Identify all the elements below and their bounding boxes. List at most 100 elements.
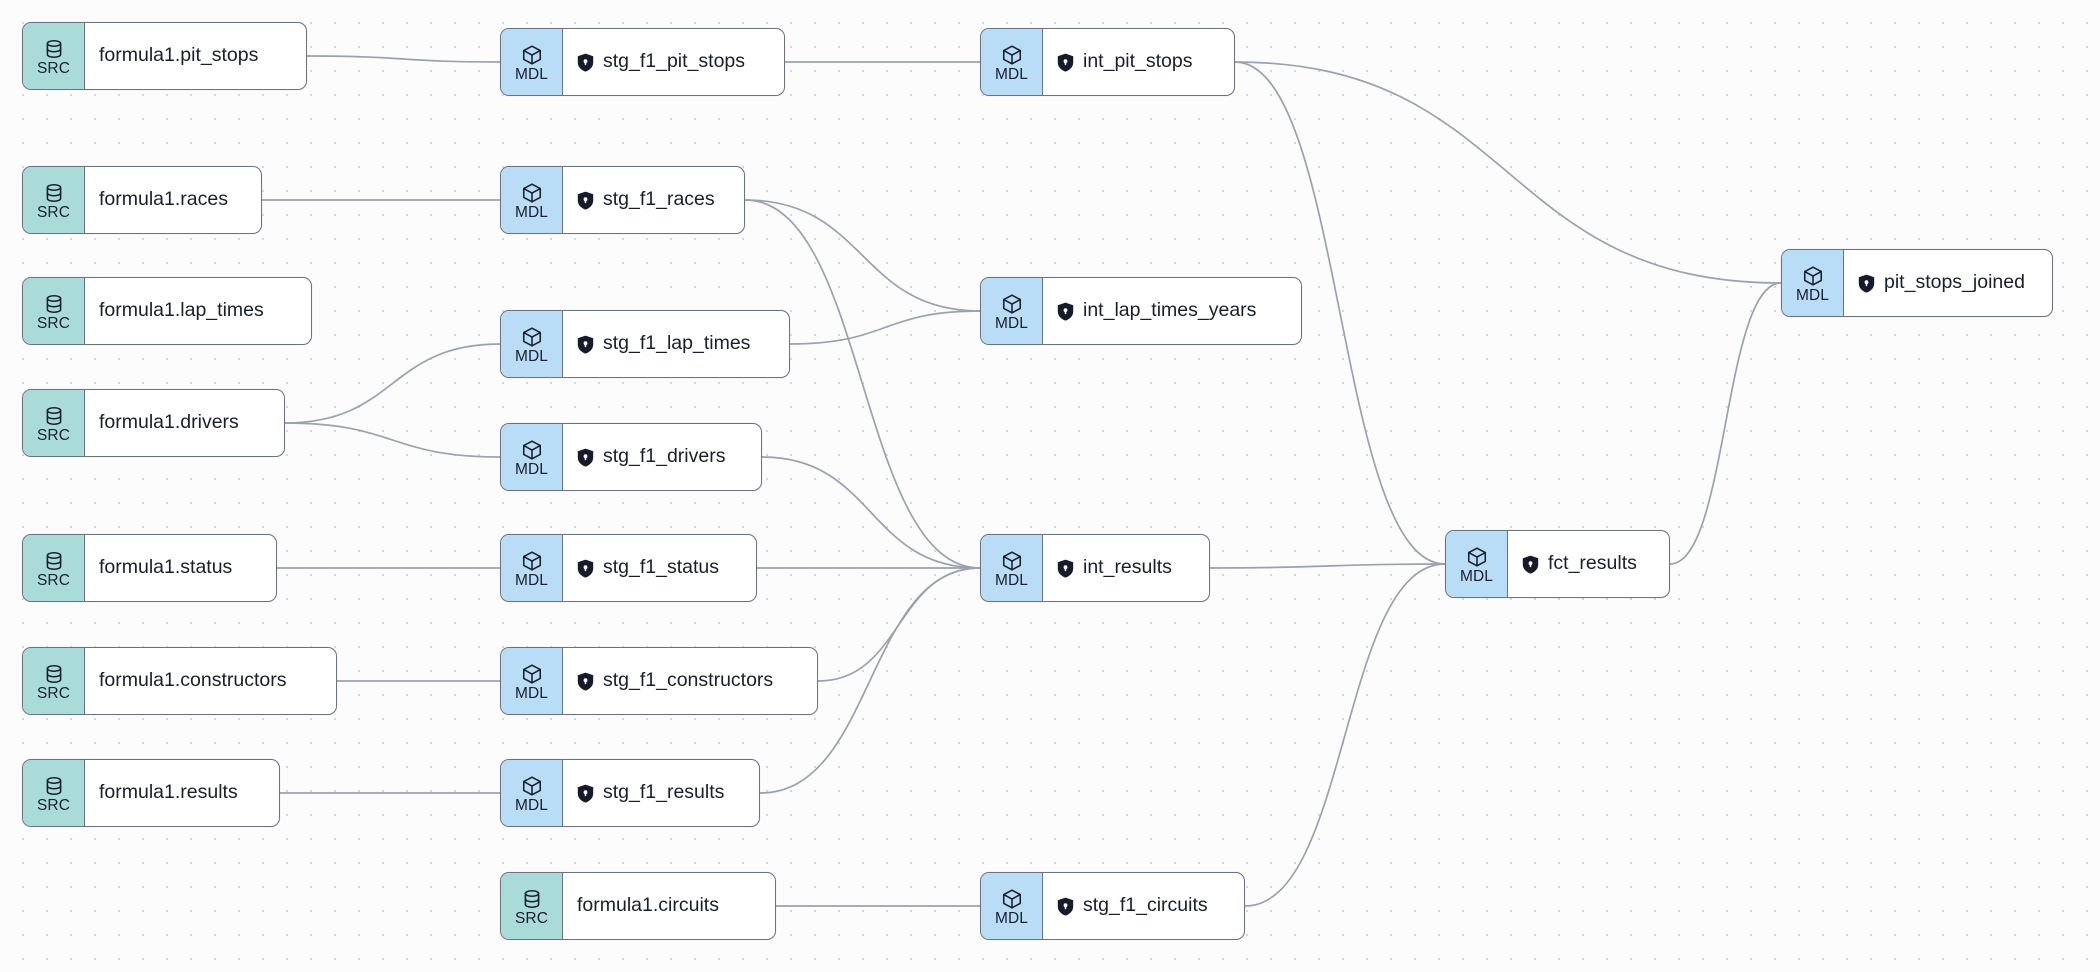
graph-node-src_results[interactable]: SRC formula1.results (22, 759, 280, 827)
node-type-label: MDL (514, 348, 549, 365)
node-label: stg_f1_constructors (603, 669, 774, 692)
graph-node-pit_stops_joined[interactable]: MDL pit_stops_joined (1781, 249, 2053, 317)
cube-icon (1001, 293, 1023, 315)
node-body: formula1.results (85, 760, 279, 826)
node-type-badge: MDL (501, 535, 563, 601)
node-label: fct_results (1548, 552, 1637, 575)
node-type-label: SRC (36, 427, 71, 444)
node-label: formula1.races (99, 188, 228, 211)
node-label: stg_f1_status (603, 556, 719, 579)
node-body: stg_f1_circuits (1043, 873, 1244, 939)
edge-stg_races-to-int_results (744, 199, 981, 569)
node-type-badge: MDL (501, 760, 563, 826)
edge-fct_results-to-pit_stops_joined (1669, 282, 1782, 565)
node-label: stg_f1_results (603, 781, 725, 804)
cube-icon (1001, 44, 1023, 66)
node-body: stg_f1_pit_stops (563, 29, 784, 95)
node-type-label: MDL (1795, 287, 1830, 304)
node-type-badge: MDL (981, 29, 1043, 95)
node-type-label: MDL (514, 572, 549, 589)
cube-icon (1466, 546, 1488, 568)
cube-icon (1802, 265, 1824, 287)
cube-icon (521, 44, 543, 66)
node-type-label: MDL (514, 461, 549, 478)
node-type-badge: SRC (23, 760, 85, 826)
graph-node-stg_results[interactable]: MDL stg_f1_results (500, 759, 760, 827)
node-type-label: MDL (514, 797, 549, 814)
shield-icon (1057, 302, 1074, 321)
graph-node-src_races[interactable]: SRC formula1.races (22, 166, 262, 234)
database-icon (43, 293, 65, 315)
node-type-badge: SRC (23, 167, 85, 233)
node-type-label: MDL (1459, 568, 1494, 585)
node-body: int_pit_stops (1043, 29, 1234, 95)
node-type-label: MDL (514, 204, 549, 221)
node-body: formula1.circuits (563, 873, 775, 939)
node-label: formula1.pit_stops (99, 44, 259, 67)
node-type-badge: MDL (981, 535, 1043, 601)
shield-icon (577, 53, 594, 72)
cube-icon (521, 663, 543, 685)
node-label: formula1.drivers (99, 411, 239, 434)
edge-stg_lap_times-to-int_lap_times (789, 310, 981, 345)
shield-icon (1522, 555, 1539, 574)
node-body: stg_f1_status (563, 535, 756, 601)
graph-node-src_drivers[interactable]: SRC formula1.drivers (22, 389, 285, 457)
node-type-label: MDL (514, 685, 549, 702)
node-body: stg_f1_results (563, 760, 759, 826)
shield-icon (577, 448, 594, 467)
edge-stg_races-to-int_lap_times (744, 199, 981, 312)
edge-int_results-to-fct_results (1209, 563, 1446, 569)
edge-int_pit_stops-to-pit_stops_joined (1234, 61, 1782, 284)
node-body: stg_f1_races (563, 167, 744, 233)
shield-icon (577, 191, 594, 210)
node-body: formula1.drivers (85, 390, 284, 456)
node-type-badge: MDL (501, 424, 563, 490)
edge-src_pit_stops-to-stg_pit_stops (306, 55, 501, 63)
graph-node-src_pit_stops[interactable]: SRC formula1.pit_stops (22, 22, 307, 90)
graph-node-int_pit_stops[interactable]: MDL int_pit_stops (980, 28, 1235, 96)
node-type-badge: MDL (501, 167, 563, 233)
database-icon (43, 775, 65, 797)
node-type-label: MDL (994, 315, 1029, 332)
cube-icon (521, 182, 543, 204)
graph-node-fct_results[interactable]: MDL fct_results (1445, 530, 1670, 598)
shield-icon (1057, 559, 1074, 578)
shield-icon (577, 672, 594, 691)
graph-node-stg_races[interactable]: MDL stg_f1_races (500, 166, 745, 234)
node-type-badge: MDL (501, 648, 563, 714)
node-type-label: SRC (36, 685, 71, 702)
node-body: formula1.pit_stops (85, 23, 306, 89)
shield-icon (1057, 53, 1074, 72)
cube-icon (521, 775, 543, 797)
node-type-badge: SRC (23, 535, 85, 601)
node-label: formula1.circuits (577, 894, 719, 917)
graph-node-stg_constructors[interactable]: MDL stg_f1_constructors (500, 647, 818, 715)
shield-icon (577, 559, 594, 578)
cube-icon (521, 550, 543, 572)
node-type-badge: SRC (23, 23, 85, 89)
node-type-label: SRC (36, 797, 71, 814)
graph-node-stg_status[interactable]: MDL stg_f1_status (500, 534, 757, 602)
node-label: int_pit_stops (1083, 50, 1193, 73)
node-label: pit_stops_joined (1884, 271, 2025, 294)
edge-stg_circuits-to-fct_results (1244, 563, 1446, 907)
edge-src_drivers-to-stg_lap_times (284, 343, 501, 424)
cube-icon (1001, 888, 1023, 910)
shield-icon (577, 784, 594, 803)
node-type-label: SRC (36, 572, 71, 589)
database-icon (521, 888, 543, 910)
graph-node-src_status[interactable]: SRC formula1.status (22, 534, 277, 602)
node-body: formula1.status (85, 535, 276, 601)
edge-stg_constructors-to-int_results (817, 567, 981, 682)
